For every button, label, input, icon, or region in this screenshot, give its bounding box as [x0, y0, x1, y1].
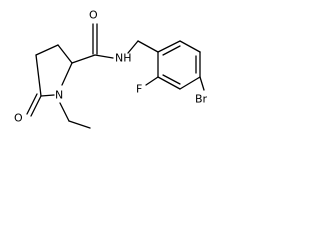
- bond-n-ethyl-1: [59, 102, 70, 122]
- bond-lactam-co-2: [26, 93, 38, 115]
- lactam-oxygen-label: O: [14, 112, 23, 125]
- bond-n-ch2: [127, 40, 139, 54]
- bond-benz-inner-1: [162, 45, 181, 56]
- amide-oxygen-label: O: [89, 9, 98, 22]
- bond-benz-c5-c6: [157, 76, 181, 90]
- bond-ch2-ring: [137, 40, 159, 53]
- bond-ring-c2-c3: [57, 44, 73, 64]
- atom-labels: O NH N O F Br: [14, 9, 208, 125]
- bond-ring-n-c5: [40, 94, 55, 97]
- bond-amide-c-n: [94, 54, 114, 59]
- ring-nitrogen-label: N: [55, 89, 63, 102]
- bond-c5-br: [199, 76, 205, 91]
- bond-benz-inner-3: [162, 74, 181, 85]
- bond-ring-c2-n: [61, 62, 73, 86]
- bond-benz-c1-c2: [157, 40, 181, 53]
- bond-lines: [26, 23, 205, 129]
- bond-c6-f: [145, 76, 159, 86]
- molecule-structure: O NH N O F Br: [14, 9, 208, 129]
- bromine-label: Br: [195, 93, 208, 106]
- bond-benz-c2-c3: [179, 40, 201, 53]
- bond-n-ethyl-2: [68, 120, 91, 129]
- bond-lactam-co-1: [30, 95, 42, 117]
- bond-ring-top: [35, 44, 59, 56]
- fluorine-label: F: [136, 83, 142, 96]
- amide-nitrogen-label: NH: [115, 52, 132, 65]
- bond-benz-c4-c5: [179, 76, 201, 90]
- bond-c2-amide-c: [71, 54, 96, 64]
- bond-ring-c5-c4: [35, 54, 42, 97]
